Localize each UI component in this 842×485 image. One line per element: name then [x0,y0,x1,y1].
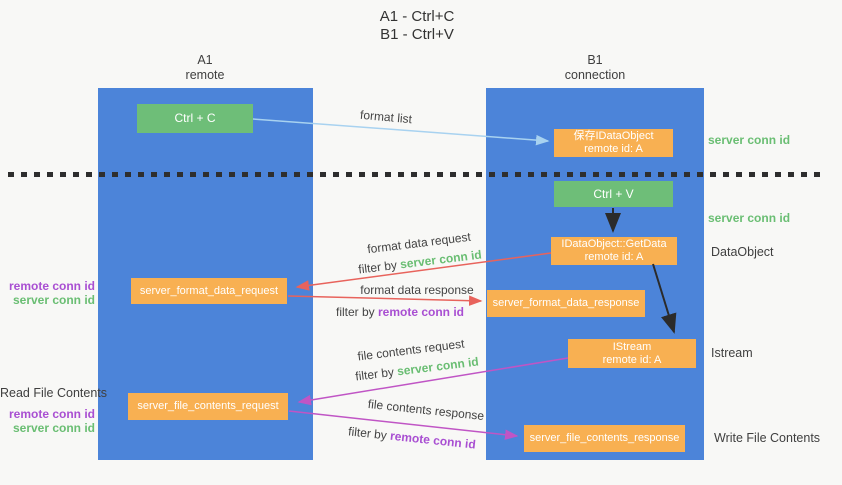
node-format-response-label: server_format_data_response [492,297,640,309]
filter-by-remote-highlight-1: remote conn id [378,305,465,319]
node-file-request-label: server_file_contents_request [137,400,279,412]
label-file-conn-ids: remote conn id server conn id [0,407,95,435]
title-line-2: B1 - Ctrl+V [380,26,454,43]
right-column-header: B1 connection [525,53,665,82]
left-column-subtitle: remote [185,67,225,82]
label-server-conn-id-mid: server conn id [708,211,791,225]
diagram-title: A1 - Ctrl+C B1 - Ctrl+V [332,8,502,44]
label-file-contents-response: file contents response [367,396,485,424]
filter-by-server-highlight-2: server conn id [396,354,480,379]
node-server-format-data-response: server_format_data_response [487,290,645,317]
node-server-file-contents-response: server_file_contents_response [524,425,685,452]
node-istream: IStream remote id: A [568,339,696,368]
node-ctrl-v: Ctrl + V [554,181,673,207]
node-idataobject-getdata: IDataObject::GetData remote id: A [551,237,677,265]
label-format-data-response: format data response [360,283,474,297]
label-dataobject: DataObject [711,245,774,259]
label-format-list: format list [359,107,413,127]
right-column-name: B1 [587,53,603,67]
left-column-name: A1 [197,53,213,67]
label-read-file-contents: Read File Contents [0,386,108,400]
node-server-format-data-request: server_format_data_request [131,278,287,304]
node-format-request-label: server_format_data_request [139,284,279,297]
node-getdata-line1: IDataObject::GetData [561,238,667,250]
label-server-conn-id-top: server conn id [708,133,791,147]
filter-by-prefix-4: filter by [347,424,391,443]
left-column-header: A1 remote [135,53,275,82]
node-save-idataobject-line1: 保存IDataObject [573,130,654,142]
label-server-conn-id-2: server conn id [12,421,95,435]
label-remote-conn-id-1: remote conn id [8,279,95,293]
label-filter-by-remote-2: filter by remote conn id [348,424,477,451]
label-write-file-contents: Write File Contents [714,431,821,445]
node-ctrl-v-label: Ctrl + V [593,186,634,201]
label-remote-conn-id-2: remote conn id [8,407,95,421]
filter-by-server-highlight-1: server conn id [399,247,483,272]
node-istream-line1: IStream [612,340,652,353]
label-format-conn-ids: remote conn id server conn id [0,279,95,307]
label-server-conn-id-1: server conn id [12,293,95,307]
filter-by-prefix-3: filter by [354,364,398,384]
label-istream: Istream [711,346,753,360]
node-ctrl-c: Ctrl + C [137,104,253,133]
node-getdata-line2: remote id: A [584,251,644,263]
node-server-file-contents-request: server_file_contents_request [128,393,288,420]
node-save-idataobject-line2: remote id: A [584,143,643,155]
dashed-divider-line [8,172,824,177]
filter-by-remote-highlight-2: remote conn id [389,428,477,452]
label-filter-by-remote-1: filter by remote conn id [336,305,464,319]
node-istream-line2: remote id: A [602,353,662,366]
filter-by-prefix-2: filter by [335,305,378,319]
filter-by-prefix-1: filter by [357,257,401,277]
right-column-subtitle: connection [564,67,626,82]
title-line-1: A1 - Ctrl+C [379,8,455,25]
node-ctrl-c-label: Ctrl + C [174,111,216,125]
node-save-idataobject: 保存IDataObject remote id: A [554,129,673,157]
node-file-response-label: server_file_contents_response [529,432,680,444]
